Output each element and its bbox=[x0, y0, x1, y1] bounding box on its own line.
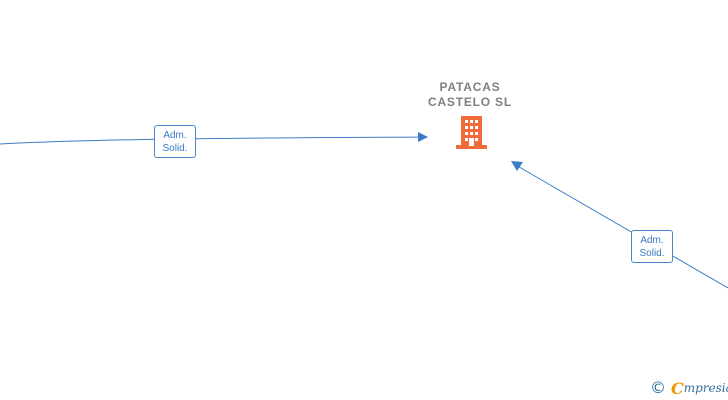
arrowhead-left bbox=[418, 132, 428, 142]
company-name-line1: PATACAS bbox=[439, 80, 501, 94]
relation-label-right[interactable]: Adm. Solid. bbox=[631, 230, 673, 263]
company-name[interactable]: PATACAS CASTELO SL bbox=[400, 80, 540, 110]
relation-label-left[interactable]: Adm. Solid. bbox=[154, 125, 196, 158]
brand-logo-text: mpresia bbox=[683, 381, 728, 395]
relation-label-line1: Adm. bbox=[640, 235, 664, 246]
relation-label-line1: Adm. bbox=[163, 130, 187, 141]
arrowhead-right bbox=[511, 161, 523, 171]
relation-label-line2: Solid. bbox=[639, 248, 665, 259]
building-icon[interactable] bbox=[456, 116, 487, 149]
relation-edge-left[interactable] bbox=[0, 136, 427, 145]
footer-brand[interactable]: © C mpresia bbox=[650, 378, 728, 398]
relation-edge-right[interactable] bbox=[513, 163, 728, 289]
copyright-icon: © bbox=[650, 378, 666, 397]
brand-logo-initial: C bbox=[671, 378, 684, 398]
company-name-line2: CASTELO SL bbox=[427, 95, 512, 109]
relation-label-line2: Solid. bbox=[162, 143, 188, 154]
